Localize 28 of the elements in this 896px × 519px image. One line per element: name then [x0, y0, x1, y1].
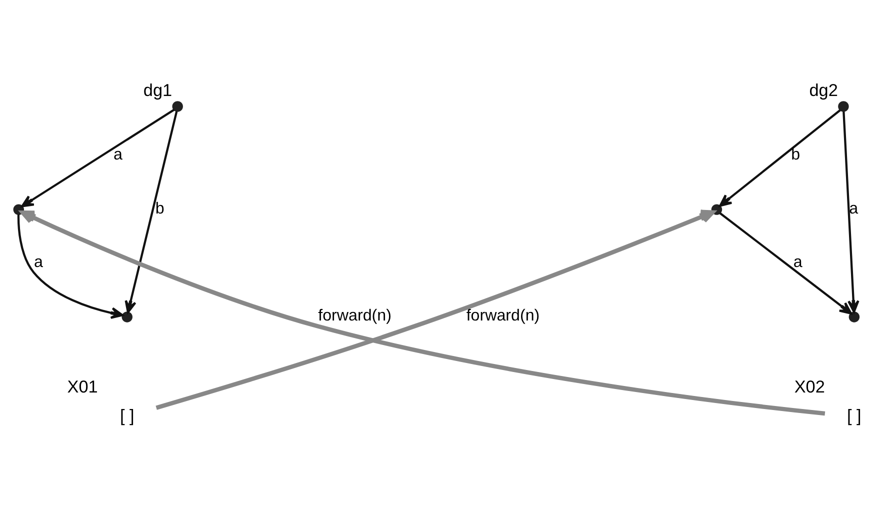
edge-label: b — [154, 199, 164, 218]
node-label: X01 — [66, 376, 98, 396]
node-label: dg1 — [142, 80, 172, 100]
arrow — [718, 109, 840, 207]
node-circle — [121, 312, 132, 322]
arrow — [16, 214, 123, 319]
arrow — [124, 111, 178, 314]
edge-label: forward(n) — [318, 306, 391, 325]
edge-label: b — [790, 146, 800, 164]
arrow — [155, 210, 714, 410]
node-text: [ ] — [119, 405, 134, 426]
edge-label: a — [848, 199, 858, 218]
node-label: X02 — [794, 376, 824, 396]
edge-label: a — [34, 253, 42, 272]
node-circle — [12, 204, 24, 215]
edge-label: forward(n) — [466, 306, 540, 325]
node-circle — [848, 312, 860, 322]
arrow — [842, 111, 859, 313]
node-circle — [172, 101, 182, 112]
arrow — [718, 212, 852, 314]
node-label: dg2 — [808, 80, 838, 100]
node-text: [ ] — [846, 405, 861, 426]
arrow — [20, 108, 174, 208]
edge-label: a — [792, 253, 802, 272]
edge-label: a — [113, 146, 122, 164]
arrow — [20, 210, 825, 416]
node-circle — [838, 101, 848, 112]
node-circle — [710, 204, 722, 215]
